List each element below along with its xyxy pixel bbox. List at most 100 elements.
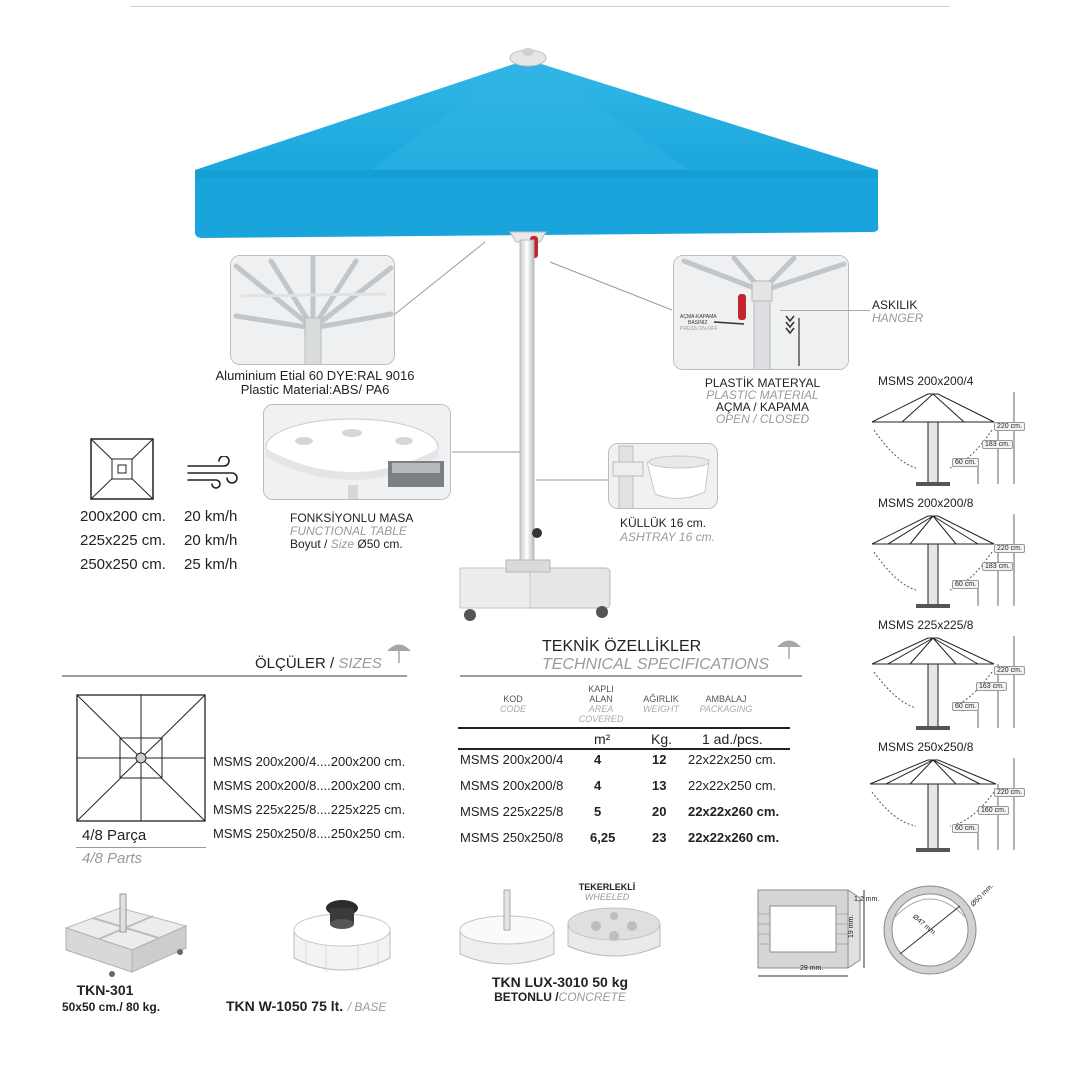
wind-row: 200x200 cm. 20 km/h xyxy=(80,508,237,532)
sizes-row: MSMS 250x250/8....250x250 cm. xyxy=(213,826,406,841)
table-row: MSMS 200x200/8 4 13 22x22x250 cm. xyxy=(458,778,790,804)
tech-rule xyxy=(460,675,802,677)
mechanism-detail-photo: AÇMA-KAPAMA BASINIZ PRESS ON-OFF xyxy=(673,255,849,370)
ashtray-photo xyxy=(608,443,718,509)
tknw-label: TKN W-1050 75 lt. / BASE xyxy=(226,998,386,1016)
model-name: MSMS 200x200/8 xyxy=(878,496,974,510)
model-mid: 163 cm. xyxy=(976,682,1007,691)
hanger-en: HANGER xyxy=(872,311,924,325)
tech-title-tr: TEKNİK ÖZELLİKLER xyxy=(542,638,702,655)
tech-title-en: TECHNICAL SPECIFICATIONS xyxy=(542,656,769,673)
model-diagrams: MSMS 200x200/4 220 cm. 183 cm. 60 cm. MS… xyxy=(866,372,1036,860)
tkn301-label: TKN-301 50x50 cm./ 80 kg. xyxy=(52,982,170,1014)
table-size-tr: Boyut / xyxy=(290,537,328,551)
canopy-info: Aluminium Etial 60 DYE:RAL 9016 Plastic … xyxy=(190,369,440,397)
table-size-en: Size xyxy=(330,537,355,551)
tknw-suffix: / BASE xyxy=(347,1000,387,1014)
unit-pack: 1 ad./pcs. xyxy=(702,731,763,747)
sizes-title-tr: ÖLÇÜLER / xyxy=(255,655,335,672)
top-rule xyxy=(130,6,950,7)
hanger-inset-line1: AÇMA-KAPAMA xyxy=(680,314,717,320)
hanger-tr: ASKILIK xyxy=(872,298,918,312)
functional-table-photo xyxy=(263,404,451,500)
row-code: MSMS 250x250/8 xyxy=(460,830,564,845)
model-profile-drawing xyxy=(871,514,1015,608)
model-height: 220 cm. xyxy=(994,422,1025,431)
wind-speed: 20 km/h xyxy=(184,508,238,525)
sizes-title-en: SIZES xyxy=(338,655,382,672)
umbrella-mini-icon xyxy=(777,640,801,659)
wind-row: 250x250 cm.25 km/h xyxy=(80,556,237,580)
table-size-val: Ø50 cm. xyxy=(357,537,403,551)
model-name: MSMS 250x250/8 xyxy=(878,740,974,754)
row-pack: 22x22x250 cm. xyxy=(688,752,777,767)
model-height: 220 cm. xyxy=(994,666,1025,675)
row-code: MSMS 200x200/4 xyxy=(460,752,564,767)
tech-unit-rule xyxy=(458,748,790,750)
wind-icon xyxy=(187,456,238,489)
row-area: 4 xyxy=(594,778,602,793)
row-weight: 20 xyxy=(652,804,667,819)
table-row: MSMS 200x200/4 4 12 22x22x250 cm. xyxy=(458,752,790,778)
sizes-heading: ÖLÇÜLER / SIZES xyxy=(255,655,382,672)
table-size: Boyut / Size Ø50 cm. xyxy=(290,538,413,551)
model-diagram: MSMS 225x225/8 220 cm. 163 cm. 60 cm. xyxy=(866,616,1036,738)
row-pack: 22x22x260 cm. xyxy=(688,830,780,845)
row-code: MSMS 225x225/8 xyxy=(460,804,564,819)
unit-area: m² xyxy=(594,731,611,747)
wind-speed: 25 km/h xyxy=(184,556,238,573)
plastic-label: PLASTİK MATERYAL PLASTIC MATERIAL AÇMA /… xyxy=(680,377,845,425)
tknw-name: TKN W-1050 75 lt. xyxy=(226,998,344,1014)
tube-cross-section xyxy=(883,885,977,975)
canopy-info-line1: Aluminium Etial 60 DYE:RAL 9016 xyxy=(215,368,415,383)
weight-header: AĞIRLIK WEIGHT xyxy=(636,694,686,714)
row-code: MSMS 200x200/8 xyxy=(460,778,564,793)
ashtray-tr: KÜLLÜK 16 cm. xyxy=(620,516,707,530)
weight-header-en: WEIGHT xyxy=(643,704,679,714)
lux-tr: BETONLU / xyxy=(494,990,559,1004)
plastic-tr2: AÇMA / KAPAMA xyxy=(715,400,810,414)
unit-weight: Kg. xyxy=(651,731,673,747)
sizes-diagram xyxy=(76,694,206,822)
model-base: 60 cm. xyxy=(952,702,980,711)
lux-label: TKN LUX-3010 50 kg BETONLU /CONCRETE xyxy=(470,975,650,1005)
row-pack: 22x22x260 cm. xyxy=(688,804,780,819)
model-mid: 160 cm. xyxy=(978,806,1009,815)
umbrella-pole xyxy=(519,239,535,581)
ashtray-label: KÜLLÜK 16 cm. ASHTRAY 16 cm. xyxy=(620,516,715,544)
profile-width: 29 mm. xyxy=(800,965,824,972)
model-diagram: MSMS 250x250/8 220 cm. 160 cm. 60 cm. xyxy=(866,738,1036,860)
hanger-inset-line3: PRESS ON-OFF xyxy=(680,326,718,332)
model-height: 220 cm. xyxy=(994,544,1025,553)
sizes-row: MSMS 200x200/8....200x200 cm. xyxy=(213,778,406,793)
wheeled-en: WHEELED xyxy=(584,892,630,902)
tknw-base-drawing xyxy=(293,900,391,972)
canopy-info-line2: Plastic Material:ABS/ PA6 xyxy=(240,382,390,397)
row-weight: 23 xyxy=(652,830,667,845)
row-weight: 13 xyxy=(652,778,667,793)
area-header-tr1: KAPLI xyxy=(588,684,614,694)
tech-units: m² Kg. 1 ad./pcs. xyxy=(458,731,790,749)
frame-detail-photo xyxy=(230,255,395,365)
parts-rule xyxy=(76,847,206,848)
model-name: MSMS 225x225/8 xyxy=(878,618,974,632)
canopy-top-view-icon xyxy=(90,438,154,500)
code-header: KOD CODE xyxy=(488,694,538,714)
wind-size: 200x200 cm. xyxy=(80,508,166,525)
lux-name: TKN LUX-3010 50 kg xyxy=(491,974,629,990)
tkn301-spec: 50x50 cm./ 80 kg. xyxy=(61,1000,161,1014)
weight-header-tr: AĞIRLIK xyxy=(643,694,679,704)
parts-tr: 4/8 Parça xyxy=(82,827,147,844)
plastic-en2: OPEN / CLOSED xyxy=(715,412,810,426)
wheeled-tr: TEKERLEKLİ xyxy=(578,882,636,892)
wind-table: 200x200 cm.20 km/h 225x225 cm.20 km/h 25… xyxy=(80,508,237,580)
row-pack: 22x22x250 cm. xyxy=(688,778,777,793)
table-row: MSMS 250x250/8 6,25 23 22x22x260 cm. xyxy=(458,830,790,856)
parts-en: 4/8 Parts xyxy=(82,850,143,867)
area-header-en2: COVERED xyxy=(578,714,624,724)
sizes-row: MSMS 200x200/4....200x200 cm. xyxy=(213,754,406,769)
table-en: FUNCTIONAL TABLE xyxy=(290,524,407,538)
tech-heading: TEKNİK ÖZELLİKLER TECHNICAL SPECIFICATIO… xyxy=(542,638,769,674)
umbrella-illustration xyxy=(194,48,879,621)
tech-header-rule xyxy=(458,727,790,729)
